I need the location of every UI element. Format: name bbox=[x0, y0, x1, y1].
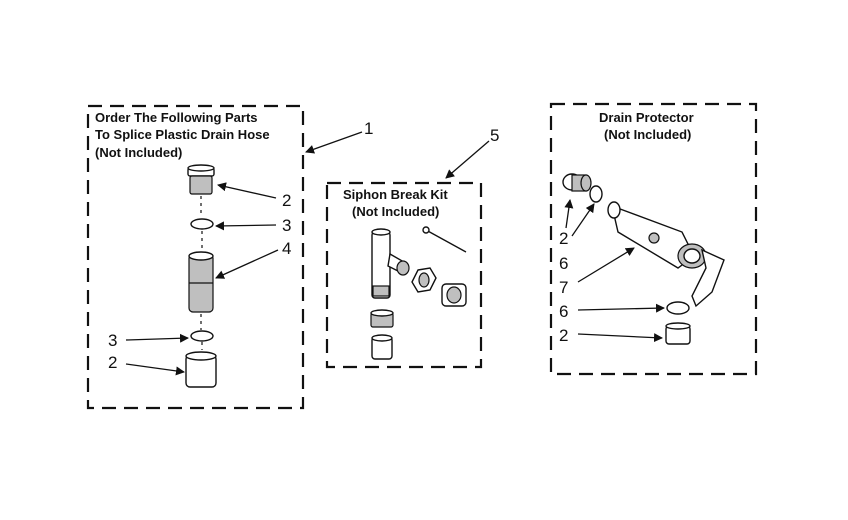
siphon-bottom-nut-part bbox=[370, 309, 394, 328]
splice-kit-group: Order The Following Parts To Splice Plas… bbox=[86, 104, 373, 410]
siphon-kit-title-line2: (Not Included) bbox=[352, 204, 439, 219]
drain-label-clamp-bottom: 6 bbox=[559, 302, 568, 321]
drain-label-coupling-bottom: 2 bbox=[559, 326, 568, 345]
splice-label-coupling-bottom: 2 bbox=[108, 353, 117, 372]
siphon-nut-part bbox=[411, 267, 437, 293]
drain-coupling-top-part bbox=[562, 173, 592, 192]
drain-label-body: 7 bbox=[559, 278, 568, 297]
splice-kit-box bbox=[86, 104, 305, 410]
drain-protector-title-line2: (Not Included) bbox=[604, 127, 691, 142]
splice-kit-title-line1: Order The Following Parts bbox=[95, 110, 258, 125]
siphon-kit-title-line1: Siphon Break Kit bbox=[343, 187, 448, 202]
splice-label-connector: 4 bbox=[282, 239, 291, 258]
siphon-bottom-coupling-part bbox=[371, 334, 393, 360]
drain-protector-group: Drain Protector (Not Included) 2 6 bbox=[549, 102, 758, 376]
drain-label-coupling-top: 2 bbox=[559, 229, 568, 248]
siphon-kit-callout: 5 bbox=[490, 126, 499, 145]
connector-tube-part bbox=[188, 251, 214, 313]
drain-clamp-bottom-part bbox=[666, 301, 690, 315]
drain-label-clamp-top: 6 bbox=[559, 254, 568, 273]
splice-label-coupling-top: 2 bbox=[282, 191, 291, 210]
drain-clamp-top-part bbox=[589, 185, 603, 203]
splice-label-clamp-top: 3 bbox=[282, 216, 291, 235]
splice-kit-title-line3: (Not Included) bbox=[95, 145, 182, 160]
siphon-pin-part bbox=[422, 226, 467, 253]
drain-protector-title-line1: Drain Protector bbox=[599, 110, 694, 125]
siphon-kit-group: Siphon Break Kit (Not Included) 5 bbox=[325, 126, 499, 369]
siphon-cap-part bbox=[441, 283, 467, 307]
drain-coupling-bottom-part bbox=[665, 322, 691, 345]
splice-label-clamp-bottom: 3 bbox=[108, 331, 117, 350]
clamp-ring-top-part bbox=[190, 218, 214, 230]
tee-fitting-part bbox=[371, 228, 410, 299]
coupling-bottom-part bbox=[185, 351, 217, 388]
coupling-top-part bbox=[187, 164, 215, 195]
drain-protector-body-part bbox=[607, 201, 725, 308]
splice-kit-title-line2: To Splice Plastic Drain Hose bbox=[95, 127, 270, 142]
drain-protector-box bbox=[549, 102, 758, 376]
clamp-ring-bottom-part bbox=[190, 330, 214, 342]
siphon-kit-box bbox=[325, 181, 483, 369]
splice-kit-callout: 1 bbox=[364, 119, 373, 138]
